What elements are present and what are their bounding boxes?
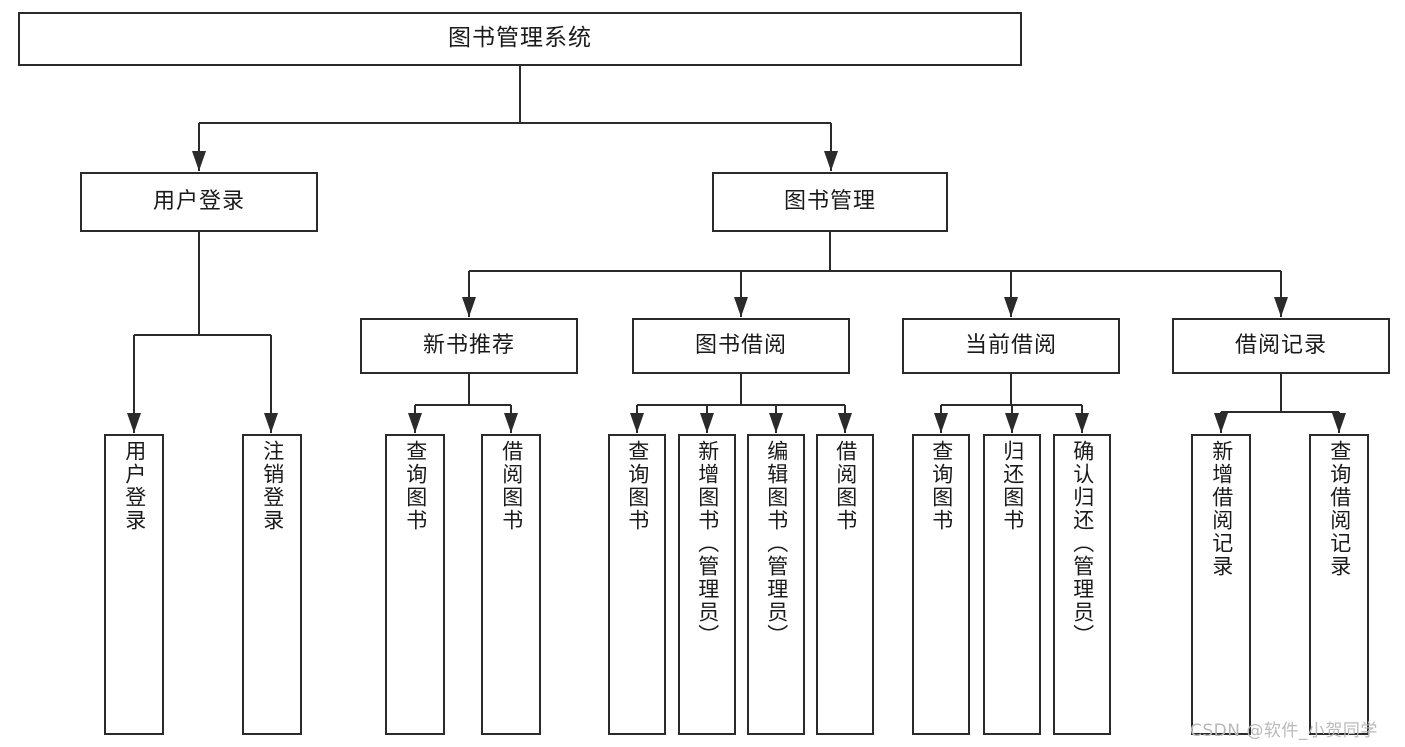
edge-arrowhead — [1274, 297, 1288, 317]
edge-arrowhead — [838, 413, 852, 433]
edge-arrowhead — [127, 413, 141, 433]
edge-arrowhead — [1075, 413, 1089, 433]
edge-arrowhead — [630, 413, 644, 433]
node-label: 借阅图书 — [833, 440, 858, 532]
node-leaf-add-borrow-record[interactable]: 新增借阅记录 — [1191, 434, 1251, 735]
node-leaf-user-login[interactable]: 用户登录 — [104, 434, 164, 735]
node-leaf-logout-login[interactable]: 注销登录 — [242, 434, 302, 735]
node-new-book-recommend[interactable]: 新书推荐 — [360, 318, 578, 374]
node-leaf-return-book[interactable]: 归还图书 — [983, 434, 1041, 735]
node-label: 查询图书 — [929, 440, 954, 532]
edge-arrowhead — [1214, 413, 1228, 433]
node-leaf-confirm-return-admin[interactable]: 确认归还（管理员） — [1053, 434, 1111, 735]
edge-arrowhead — [264, 413, 278, 433]
node-label: 查询借阅记录 — [1327, 440, 1352, 578]
node-book-manage[interactable]: 图书管理 — [712, 172, 948, 232]
node-borrow-record[interactable]: 借阅记录 — [1172, 318, 1390, 374]
edge-arrowhead — [769, 413, 783, 433]
node-leaf-borrow-book-2[interactable]: 借阅图书 — [816, 434, 874, 735]
node-label: 借阅图书 — [499, 440, 524, 532]
edge-arrowhead — [462, 297, 476, 317]
node-label: 用户登录 — [122, 440, 147, 532]
node-leaf-query-book-2[interactable]: 查询图书 — [608, 434, 666, 735]
edge-arrowhead — [1332, 413, 1346, 433]
edge-arrowhead — [824, 151, 838, 171]
node-label: 归还图书 — [1000, 440, 1025, 532]
node-label: 新增图书（管理员） — [695, 440, 720, 647]
node-root[interactable]: 图书管理系统 — [18, 12, 1022, 66]
node-leaf-query-book-1[interactable]: 查询图书 — [385, 434, 445, 735]
edge-arrowhead — [734, 297, 748, 317]
edge-arrowhead — [504, 413, 518, 433]
edge-arrowhead — [192, 151, 206, 171]
edge-arrowhead — [934, 413, 948, 433]
node-label: 查询图书 — [625, 440, 650, 532]
node-label: 新增借阅记录 — [1209, 440, 1234, 578]
node-leaf-edit-book-admin[interactable]: 编辑图书（管理员） — [747, 434, 805, 735]
node-label: 查询图书 — [403, 440, 428, 532]
node-current-borrow[interactable]: 当前借阅 — [902, 318, 1120, 374]
edge-arrowhead — [1004, 297, 1018, 317]
node-book-borrow[interactable]: 图书借阅 — [632, 318, 850, 374]
edge-arrowhead — [408, 413, 422, 433]
node-leaf-borrow-book-1[interactable]: 借阅图书 — [481, 434, 541, 735]
csdn-watermark: CSDN @软件_小贺同学 — [1190, 721, 1378, 741]
node-leaf-query-book-3[interactable]: 查询图书 — [912, 434, 970, 735]
edge-arrowhead — [1005, 413, 1019, 433]
node-label: 编辑图书（管理员） — [764, 440, 789, 647]
node-leaf-query-borrow-record[interactable]: 查询借阅记录 — [1309, 434, 1369, 735]
node-user-login[interactable]: 用户登录 — [80, 172, 318, 232]
edge-arrowhead — [700, 413, 714, 433]
node-label: 注销登录 — [260, 440, 285, 532]
node-leaf-add-book-admin[interactable]: 新增图书（管理员） — [678, 434, 736, 735]
node-label: 确认归还（管理员） — [1070, 440, 1095, 647]
